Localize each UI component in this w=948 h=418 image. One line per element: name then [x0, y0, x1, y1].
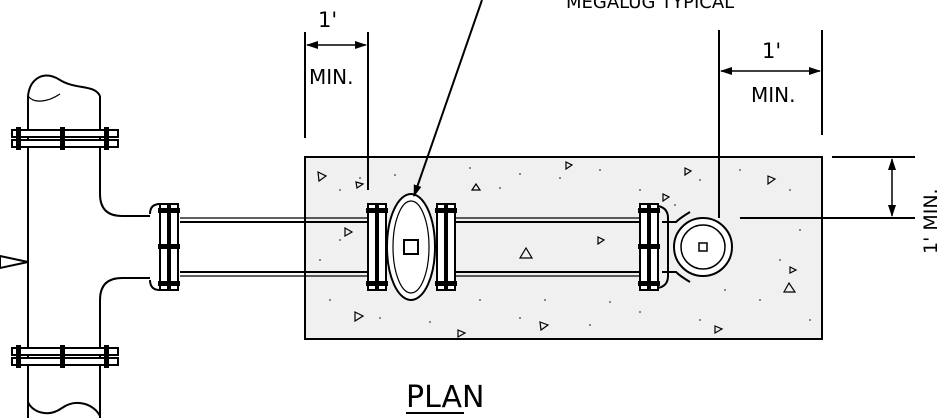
branch-pipe — [180, 211, 691, 283]
right-dimension-value: 1' — [762, 39, 781, 63]
hydrant-flange — [638, 203, 669, 291]
vertical-dimension-label: 1' MIN. — [920, 188, 942, 254]
plan-title: PLAN — [406, 380, 484, 415]
concrete-aggregate-dots — [319, 167, 811, 326]
main-pipe-flange-bottom — [11, 345, 119, 368]
left-dimension — [304, 32, 369, 190]
gate-valve — [386, 193, 436, 301]
megalug-label: MEGALUG TYPICAL — [566, 0, 734, 13]
left-dimension-min: MIN. — [309, 65, 353, 89]
right-dimension — [718, 30, 823, 218]
vertical-dimension — [740, 156, 915, 219]
valve-flange-right — [435, 203, 457, 291]
tee-outlet-flange — [149, 202, 180, 292]
main-pipe-tee — [0, 74, 150, 418]
fire-hydrant — [673, 217, 733, 277]
right-dimension-min: MIN. — [751, 83, 795, 107]
megalug-leader — [413, 0, 483, 197]
valve-flange-left — [366, 203, 388, 291]
main-pipe-flange-top — [11, 127, 119, 150]
valve-operating-nut — [403, 239, 419, 255]
left-dimension-value: 1' — [318, 8, 337, 32]
